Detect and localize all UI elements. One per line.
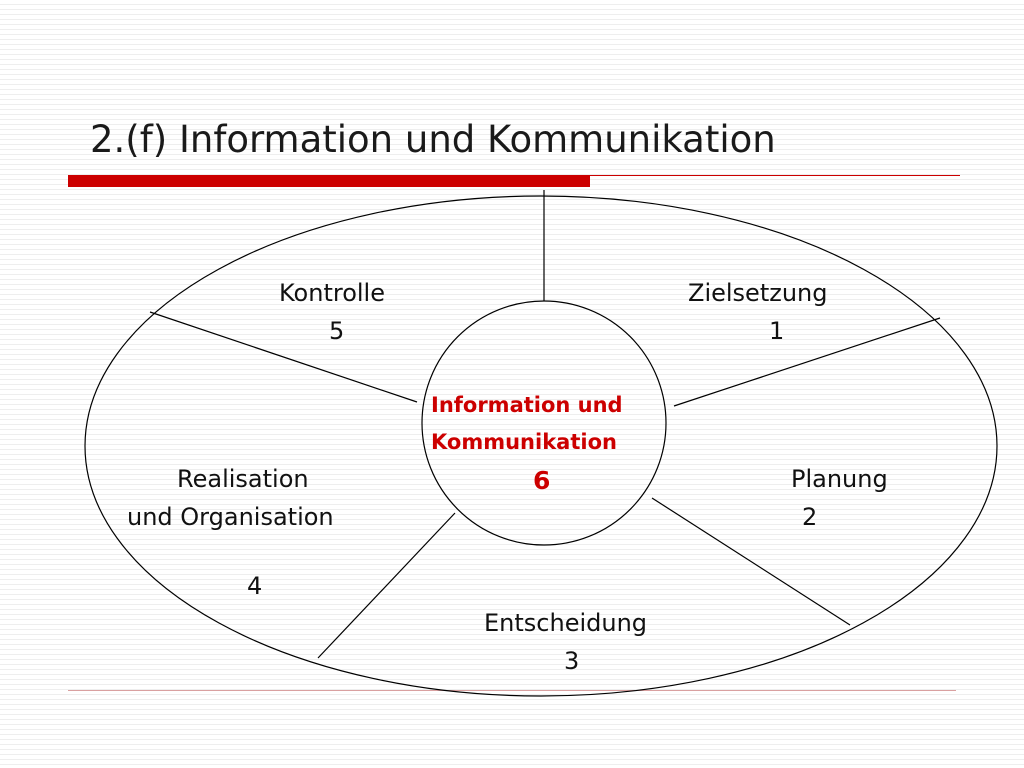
section-label-kontrolle: Kontrolle bbox=[279, 279, 385, 307]
section-number-kontrolle: 5 bbox=[329, 317, 345, 345]
section-number-entscheidung: 3 bbox=[564, 647, 580, 675]
divider-right-lower bbox=[651, 497, 851, 626]
title-accent-bar bbox=[68, 175, 590, 187]
section-label-zielsetzung: Zielsetzung bbox=[688, 279, 828, 307]
section-label-realisation-line2: und Organisation bbox=[127, 503, 334, 531]
center-label-line1: Information und bbox=[431, 393, 623, 417]
section-number-realisation: 4 bbox=[247, 572, 263, 600]
section-label-entscheidung: Entscheidung bbox=[484, 609, 648, 637]
divider-right-upper bbox=[673, 317, 941, 407]
slide-title: 2.(f) Information und Kommunikation bbox=[90, 118, 776, 161]
divider-left-upper bbox=[149, 311, 418, 403]
center-label-line2: Kommunikation bbox=[431, 430, 617, 454]
outer-ellipse bbox=[84, 195, 998, 697]
title-underline-rule bbox=[590, 175, 960, 176]
divider-left-lower bbox=[317, 512, 456, 659]
footer-rule bbox=[68, 690, 956, 691]
section-label-realisation-line1: Realisation bbox=[177, 465, 309, 493]
section-number-planung: 2 bbox=[802, 503, 818, 531]
center-number: 6 bbox=[533, 466, 551, 495]
section-label-planung: Planung bbox=[791, 465, 888, 493]
center-circle bbox=[421, 300, 667, 546]
section-number-zielsetzung: 1 bbox=[769, 317, 785, 345]
